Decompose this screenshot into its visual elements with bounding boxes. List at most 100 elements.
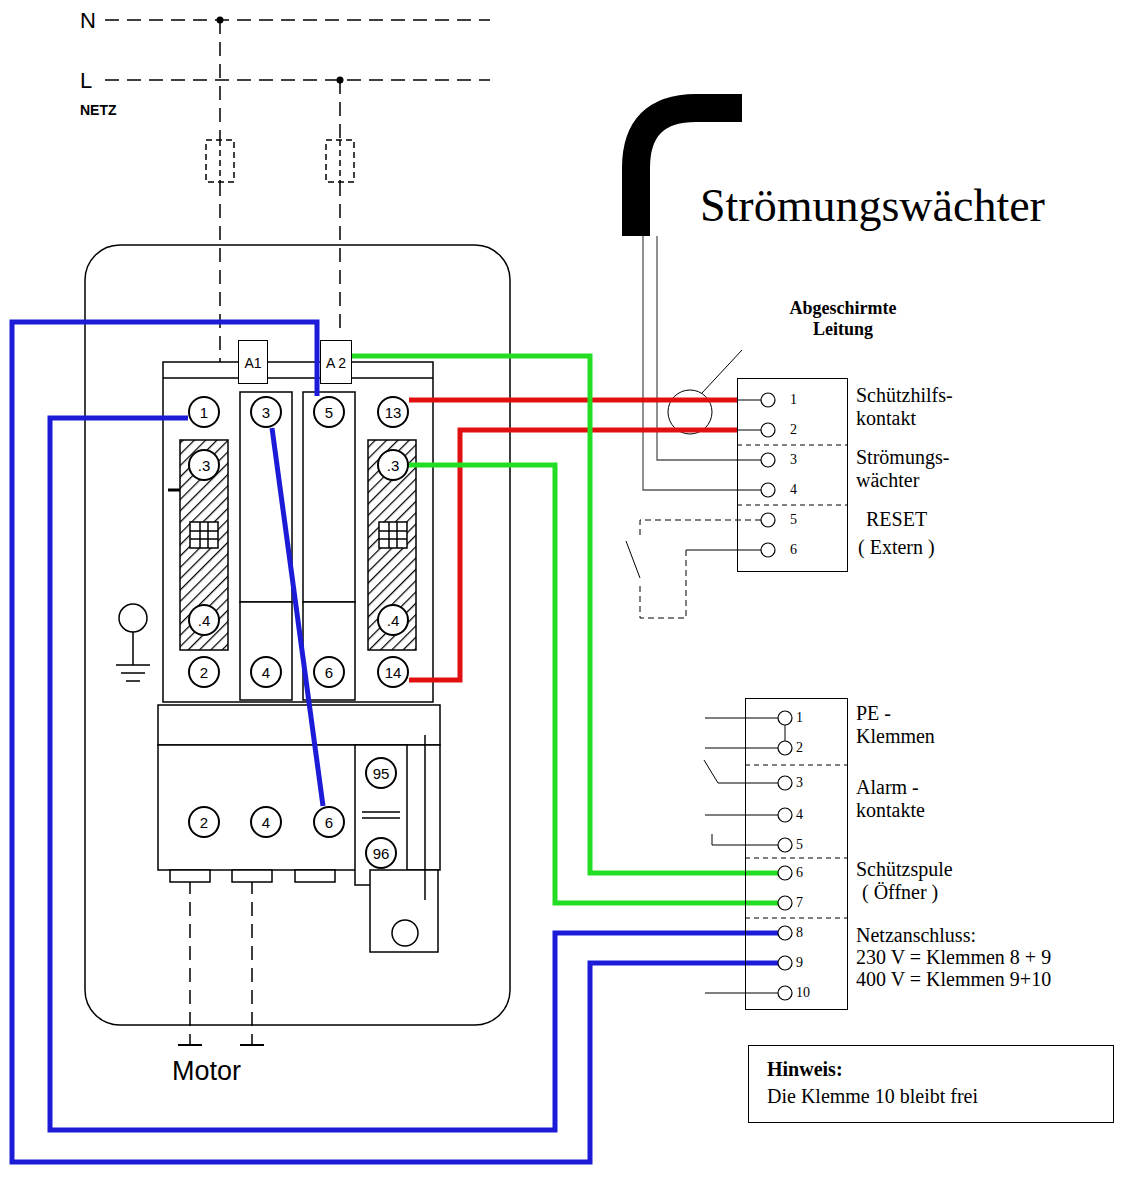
terminal-number: 10 (796, 985, 810, 1001)
contactor-body (355, 745, 407, 885)
terminal-number: A 2 (321, 355, 351, 371)
terminal-number: 96 (373, 845, 390, 862)
terminal-screw (761, 543, 775, 557)
note-box: Hinweis:Die Klemme 10 bleibt frei (748, 1045, 1114, 1123)
junction-dot (217, 17, 224, 24)
terminal-label: Schützspule (856, 858, 953, 881)
shield-marker (668, 350, 742, 434)
contactor-body (303, 392, 355, 602)
wire (409, 398, 737, 403)
contactor-body (379, 522, 407, 548)
terminal-block: 12345678910 (745, 698, 848, 1010)
mains-label: NETZ (80, 102, 117, 118)
terminal-number: 1 (796, 710, 803, 726)
terminal-number: 5 (325, 404, 333, 421)
terminal-screw (778, 926, 792, 940)
supply-note: Netzanschluss: (856, 924, 976, 947)
reset-switch (640, 520, 761, 535)
terminal-number: 2 (200, 814, 208, 831)
coil-terminal: A 2 (320, 340, 352, 384)
mains-line (189, 880, 191, 1045)
reset-switch (626, 541, 640, 578)
terminal-number: 1 (200, 404, 208, 421)
terminal-circle: .4 (377, 604, 409, 636)
contactor-body (163, 362, 433, 702)
wire (12, 322, 745, 1162)
terminal-circle: 13 (377, 396, 409, 428)
terminal-number: .3 (387, 457, 400, 474)
terminal-circle: 96 (365, 837, 397, 869)
ground-symbol (119, 604, 147, 632)
terminal-screw (778, 776, 792, 790)
block-separator (737, 445, 848, 505)
terminal-screw (761, 393, 775, 407)
reset-switch (686, 550, 761, 551)
terminal-circle: 2 (188, 656, 220, 688)
fuse-symbol (220, 140, 340, 182)
housing (85, 245, 510, 1025)
terminal-label: RESET (866, 508, 927, 531)
wire (409, 465, 745, 903)
contactor-body (240, 602, 292, 700)
wire (352, 356, 745, 873)
motor-terminal (178, 1044, 264, 1046)
wire (272, 428, 323, 806)
contactor-body (190, 522, 218, 548)
terminal-screw (761, 393, 792, 1000)
contactor-body (370, 870, 438, 952)
block-separator (737, 445, 848, 918)
terminal-label: ( Extern ) (858, 536, 935, 559)
mains-line (339, 80, 341, 140)
terminal-number: 4 (790, 482, 797, 498)
terminal-label: Schützhilfs- kontakt (856, 384, 971, 430)
terminal-label: ( Öffner ) (862, 881, 938, 904)
terminal-number: .4 (198, 612, 211, 629)
reset-switch (640, 550, 686, 618)
block-separator (745, 765, 848, 918)
mains-line (105, 20, 490, 1045)
terminal-screw (761, 513, 775, 527)
terminal-label: Strömungs- wächter (856, 446, 966, 492)
shield-marker (702, 350, 742, 393)
mains-line (105, 79, 490, 81)
terminal-number: 5 (790, 512, 797, 528)
flow-sensor-cable (643, 236, 761, 490)
phase-label: L (80, 68, 92, 93)
coil-terminal: A1 (238, 340, 268, 384)
contactor-body (362, 812, 400, 818)
terminal-screw (778, 711, 792, 725)
contactor-body (240, 392, 292, 602)
terminal-number: 8 (796, 925, 803, 941)
contactor-body (303, 602, 355, 700)
terminal-screw (778, 986, 792, 1000)
terminal-number: 4 (796, 807, 803, 823)
contactor-body (295, 870, 335, 882)
supply-note: 400 V = Klemmen 9+10 (856, 968, 1051, 991)
terminal-stub (745, 873, 778, 903)
contactor-body (368, 440, 416, 650)
terminal-block: 123456 (737, 378, 848, 572)
terminal-stub (745, 933, 778, 963)
junction-dot (337, 77, 344, 84)
contactor-body (163, 377, 433, 379)
terminal-screw (778, 808, 792, 822)
cable-label: Abgeschirmte Leitung (778, 298, 908, 339)
terminal-number: .3 (198, 457, 211, 474)
contactor-body (158, 705, 440, 745)
terminal-number: 6 (796, 865, 803, 881)
terminal-screw (778, 741, 792, 755)
mains-line (105, 19, 490, 21)
terminal-number: 3 (262, 404, 270, 421)
terminal-circle: .4 (188, 604, 220, 636)
terminal-number: A1 (239, 355, 267, 371)
motor-label: Motor (172, 1056, 241, 1087)
terminal-label: PE - Klemmen (856, 702, 951, 748)
terminal-stub (705, 815, 778, 816)
contactor-body (168, 489, 180, 492)
terminal-number: 6 (790, 542, 797, 558)
terminal-number: 3 (790, 452, 797, 468)
mains-line (219, 182, 221, 380)
housing (85, 245, 510, 1025)
